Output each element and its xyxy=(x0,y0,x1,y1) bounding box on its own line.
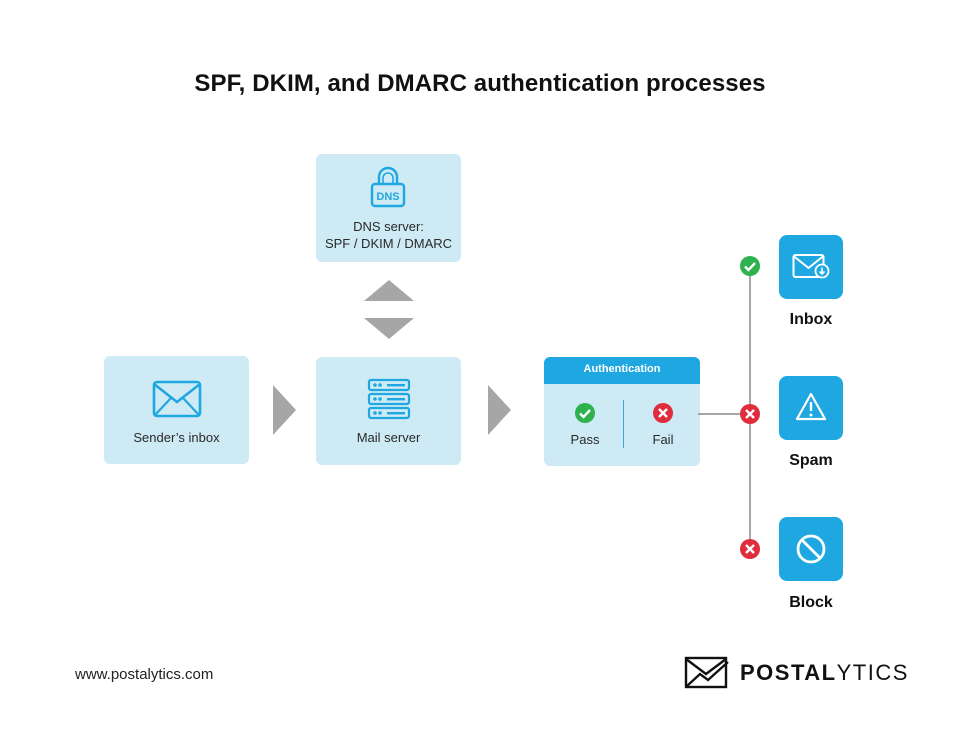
page-title: SPF, DKIM, and DMARC authentication proc… xyxy=(194,70,766,97)
block-fail-icon xyxy=(740,539,760,559)
down-arrow xyxy=(364,318,414,339)
block-outcome-label: Block xyxy=(789,594,833,611)
brand-wordmark: POSTALYTICS xyxy=(740,660,909,686)
pass-check-icon xyxy=(575,403,595,423)
block-icon xyxy=(796,534,826,564)
dns-server-label-line1: DNS server: xyxy=(353,219,424,234)
server-stack-icon xyxy=(367,378,411,420)
warning-icon xyxy=(795,392,827,421)
dns-badge-text: DNS xyxy=(376,191,399,203)
spam-outcome-label: Spam xyxy=(789,452,833,469)
envelope-icon xyxy=(152,380,202,418)
mail-server-box: Mail server xyxy=(316,357,461,465)
up-arrow xyxy=(364,280,414,301)
brand-wordmark-light: YTICS xyxy=(836,660,909,685)
fail-label: Fail xyxy=(652,432,674,447)
sender-inbox-box: Sender’s inbox xyxy=(104,356,249,464)
block-outcome-tile xyxy=(779,517,843,581)
dns-server-label-line2: SPF / DKIM / DMARC xyxy=(324,236,453,251)
flow-arrow-1 xyxy=(273,385,296,435)
inbox-envelope-icon xyxy=(792,254,830,279)
pass-label: Pass xyxy=(570,432,600,447)
mail-server-label: Mail server xyxy=(356,430,421,445)
dns-server-box: DNS DNS server: SPF / DKIM / DMARC xyxy=(316,154,461,262)
fail-x-icon xyxy=(653,403,673,423)
spam-fail-icon xyxy=(740,404,760,424)
spam-outcome-tile xyxy=(779,376,843,440)
authentication-header: Authentication xyxy=(544,357,700,384)
flow-arrow-2 xyxy=(488,385,511,435)
sender-inbox-label: Sender’s inbox xyxy=(133,430,220,445)
inbox-outcome-label: Inbox xyxy=(789,311,833,328)
auth-divider xyxy=(623,400,624,448)
postalytics-logo-icon xyxy=(684,656,729,689)
brand-wordmark-bold: POSTAL xyxy=(740,660,837,685)
bidirectional-arrow xyxy=(364,280,414,339)
footer-url: www.postalytics.com xyxy=(75,666,214,683)
authentication-box: Authentication Pass Fail xyxy=(544,357,700,466)
inbox-outcome-tile xyxy=(779,235,843,299)
dns-lock-icon: DNS xyxy=(370,166,406,208)
inbox-pass-icon xyxy=(740,256,760,276)
